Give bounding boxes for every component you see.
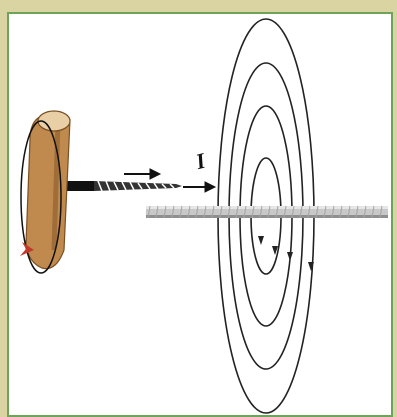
wire-icon xyxy=(146,206,388,218)
field-arrow-3 xyxy=(287,252,293,261)
current-label: I xyxy=(192,147,209,174)
screw-icon xyxy=(62,181,182,191)
field-direction-arrows xyxy=(258,236,314,271)
field-arrow-1 xyxy=(258,236,264,245)
hand-rule-icon xyxy=(20,111,70,273)
